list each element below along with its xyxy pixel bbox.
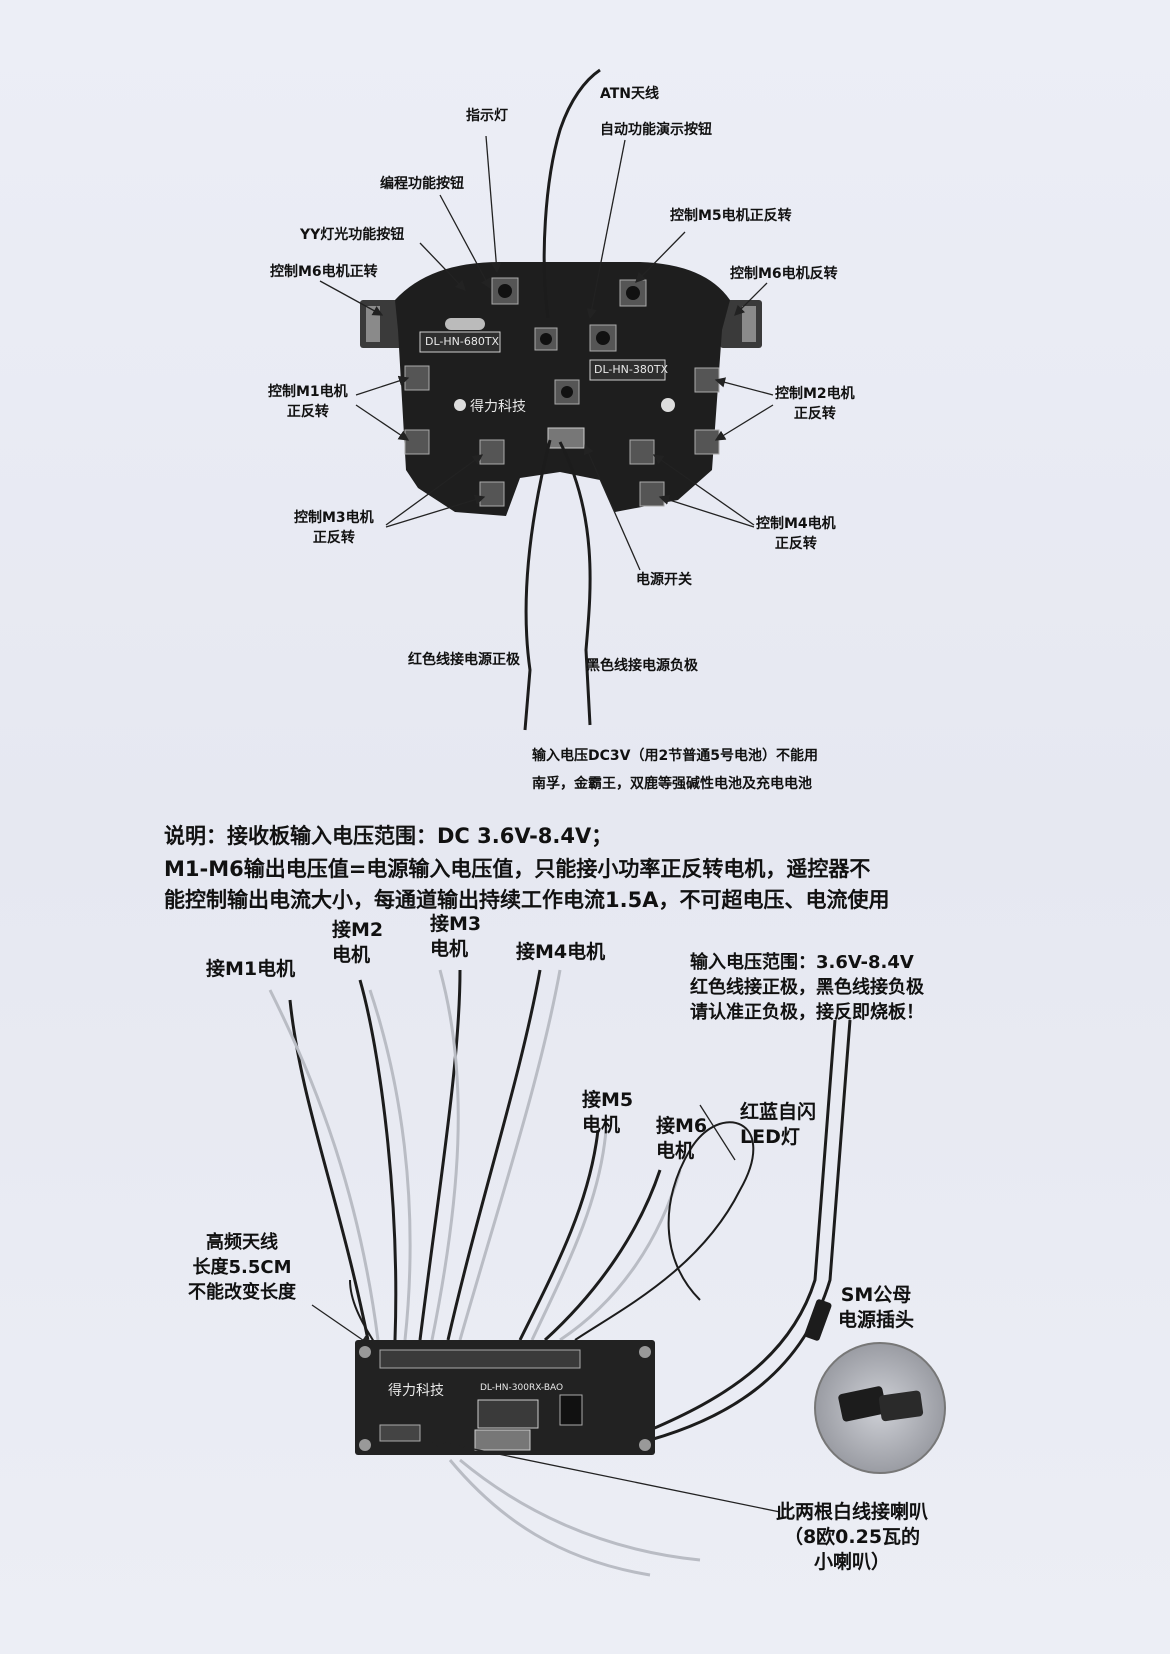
label-input-range-line2: 红色线接正极，黑色线接负极 bbox=[690, 977, 924, 998]
label-connect-m5-line2: 电机 bbox=[582, 1114, 621, 1136]
label-input-range: 输入电压范围：3.6V-8.4V 红色线接正极，黑色线接负极 请认准正负极，接反… bbox=[690, 950, 924, 1025]
label-antenna: 高频天线 长度5.5CM 不能改变长度 bbox=[188, 1230, 296, 1305]
label-connect-m5: 接M5 电机 bbox=[582, 1088, 633, 1138]
label-m2-control: 控制M2电机 正反转 bbox=[775, 384, 855, 424]
silk-model-left: DL-HN-680TX bbox=[425, 335, 500, 348]
label-auto-demo-button: 自动功能演示按钮 bbox=[600, 122, 712, 138]
silk-brand-bottom: 得力科技 bbox=[388, 1383, 444, 1399]
bottom-wires bbox=[268, 969, 852, 1577]
label-input-voltage-line2: 南孚，金霸王，双鹿等强碱性电池及充电电池 bbox=[532, 776, 812, 792]
label-connect-m1: 接M1电机 bbox=[206, 958, 296, 980]
label-connect-m2: 接M2 电机 bbox=[332, 918, 383, 968]
label-program-button: 编程功能按钮 bbox=[380, 176, 464, 192]
label-m6-forward: 控制M6电机正转 bbox=[270, 264, 378, 280]
label-led-line1: 红蓝自闪 bbox=[740, 1101, 817, 1123]
label-m3-line1: 控制M3电机 bbox=[294, 510, 374, 526]
label-input-range-line3: 请认准正负极，接反即烧板！ bbox=[690, 1002, 924, 1023]
label-connect-m2-line1: 接M2 bbox=[332, 919, 384, 941]
label-connect-m6: 接M6 电机 bbox=[656, 1114, 707, 1164]
silk-brand-top: 得力科技 bbox=[470, 399, 526, 415]
label-m3-control: 控制M3电机 正反转 bbox=[294, 508, 374, 548]
note-line-3: 能控制输出电流大小，每通道输出持续工作电流1.5A，不可超电压、电流使用 bbox=[164, 888, 890, 912]
label-antenna-line1: 高频天线 bbox=[206, 1232, 278, 1253]
label-input-range-line1: 输入电压范围：3.6V-8.4V bbox=[690, 952, 914, 973]
note-line-1: 说明：接收板输入电压范围：DC 3.6V-8.4V； bbox=[164, 824, 613, 848]
top-callout-arrows bbox=[319, 135, 774, 571]
label-antenna-line3: 不能改变长度 bbox=[188, 1282, 296, 1303]
label-speaker-line2: （8欧0.25瓦的 bbox=[783, 1526, 921, 1548]
label-m1-line1: 控制M1电机 bbox=[268, 384, 348, 400]
label-connect-m3-line1: 接M3 bbox=[430, 913, 482, 935]
label-m3-line2: 正反转 bbox=[312, 530, 355, 546]
label-sm-plug-line2: 电源插头 bbox=[838, 1309, 915, 1331]
bottom-callout-arrows bbox=[311, 1104, 781, 1513]
label-speaker: 此两根白线接喇叭 （8欧0.25瓦的 小喇叭） bbox=[776, 1500, 928, 1575]
label-m5-control: 控制M5电机正反转 bbox=[670, 208, 792, 224]
top-pcb bbox=[360, 68, 762, 731]
note-line-2: M1-M6输出电压值=电源输入电压值，只能接小功率正反转电机，遥控器不 bbox=[164, 857, 871, 881]
label-black-wire: 黑色线接电源负极 bbox=[586, 658, 698, 674]
label-m1-control: 控制M1电机 正反转 bbox=[268, 382, 348, 422]
label-connect-m5-line1: 接M5 bbox=[582, 1089, 634, 1111]
label-m2-line2: 正反转 bbox=[793, 406, 836, 422]
label-sm-plug: SM公母 电源插头 bbox=[838, 1283, 914, 1333]
label-red-wire: 红色线接电源正极 bbox=[408, 652, 520, 668]
label-indicator-light: 指示灯 bbox=[466, 108, 508, 124]
silk-model-right: DL-HN-380TX bbox=[594, 363, 669, 376]
label-antenna-line2: 长度5.5CM bbox=[192, 1257, 292, 1278]
label-connect-m3-line2: 电机 bbox=[430, 938, 469, 960]
label-speaker-line1: 此两根白线接喇叭 bbox=[776, 1501, 929, 1523]
label-m2-line1: 控制M2电机 bbox=[775, 386, 855, 402]
label-speaker-line3: 小喇叭） bbox=[814, 1551, 891, 1573]
label-connect-m4: 接M4电机 bbox=[516, 941, 606, 963]
label-led-light: 红蓝自闪 LED灯 bbox=[740, 1100, 816, 1150]
label-input-voltage-line1: 输入电压DC3V（用2节普通5号电池）不能用 bbox=[532, 748, 818, 764]
label-m4-line2: 正反转 bbox=[774, 536, 817, 552]
label-m4-control: 控制M4电机 正反转 bbox=[756, 514, 836, 554]
label-yy-light-button: YY灯光功能按钮 bbox=[300, 227, 405, 243]
label-led-line2: LED灯 bbox=[740, 1126, 800, 1148]
label-sm-plug-line1: SM公母 bbox=[840, 1284, 912, 1306]
label-power-switch: 电源开关 bbox=[636, 572, 692, 588]
label-connect-m3: 接M3 电机 bbox=[430, 912, 481, 962]
label-connect-m2-line2: 电机 bbox=[332, 944, 371, 966]
silk-model-bottom: DL-HN-300RX-BAO bbox=[480, 1383, 564, 1393]
label-m1-line2: 正反转 bbox=[286, 404, 329, 420]
label-connect-m6-line1: 接M6 bbox=[656, 1115, 708, 1137]
label-m6-reverse: 控制M6电机反转 bbox=[730, 266, 838, 282]
label-connect-m6-line2: 电机 bbox=[656, 1140, 695, 1162]
sm-plug-closeup bbox=[814, 1342, 946, 1474]
label-atn-antenna: ATN天线 bbox=[600, 86, 660, 102]
receiver-pcb bbox=[355, 1299, 832, 1455]
label-m4-line1: 控制M4电机 bbox=[756, 516, 836, 532]
